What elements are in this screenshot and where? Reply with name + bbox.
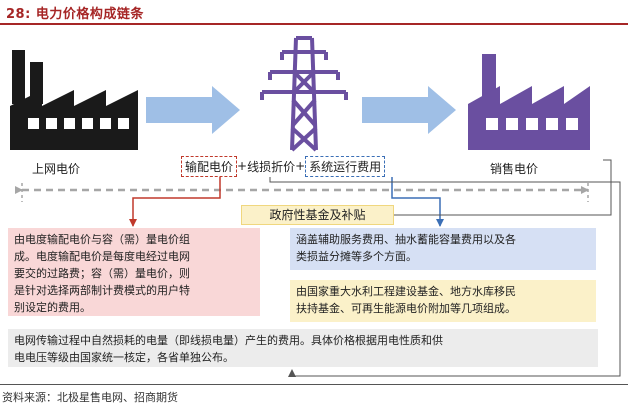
- desc-line: 电电压等级由国家统一核定，各省单独公布。: [14, 351, 234, 364]
- desc-line: 涵盖辅助服务费用、抽水蓄能容量费用以及各: [296, 233, 516, 246]
- transmission-price-desc: 由电度输配电价与容（需）量电价组 成。电度输配电价是每度电经过电网 要交的过路费…: [8, 228, 260, 316]
- desc-line: 由电度输配电价与容（需）量电价组: [14, 233, 190, 246]
- title-rule: [0, 23, 628, 25]
- transmission-tower-icon: [260, 36, 348, 152]
- desc-line: 类损益分摊等多个方面。: [296, 250, 417, 263]
- desc-line: 电网传输过程中自然损耗的电量（即线损电量）产生的费用。具体价格根据用电性质和供: [14, 334, 443, 347]
- desc-line: 扶持基金、可再生能源电价附加等几项组成。: [296, 302, 516, 315]
- footer-rule: [0, 384, 628, 385]
- plus-sign: +: [295, 159, 306, 173]
- price-formula: 输配电价 + 线损折价 + 系统运行费用: [181, 155, 386, 177]
- desc-line: 成。电度输配电价是每度电经过电网: [14, 250, 190, 263]
- line-loss-desc: 电网传输过程中自然损耗的电量（即线损电量）产生的费用。具体价格根据用电性质和供 …: [8, 329, 598, 367]
- flow-arrow-icon: [362, 86, 456, 134]
- flow-arrow-icon: [146, 86, 240, 134]
- power-plant-icon: [10, 50, 138, 150]
- generation-price-label: 上网电价: [32, 162, 81, 176]
- transmission-price-term: 输配电价: [181, 155, 238, 177]
- gov-fund-label: 政府性基金及补贴: [241, 205, 394, 225]
- figure-title: 28: 电力价格构成链条: [6, 7, 144, 22]
- source-note: 资料来源：北极星售电网、招商期货: [2, 391, 178, 404]
- gov-fund-connector: [394, 159, 612, 216]
- desc-line: 别设定的费用。: [14, 301, 91, 314]
- system-cost-term: 系统运行费用: [305, 155, 386, 177]
- factory-icon: [468, 54, 590, 150]
- line-loss-term: 线损折价: [247, 159, 296, 174]
- system-cost-desc: 涵盖辅助服务费用、抽水蓄能容量费用以及各 类损益分摊等多个方面。: [290, 228, 596, 270]
- sales-price-label: 销售电价: [490, 162, 539, 176]
- desc-line: 是针对选择两部制计费模式的用户特: [14, 284, 190, 297]
- desc-line: 由国家重大水利工程建设基金、地方水库移民: [296, 285, 516, 298]
- gov-fund-desc: 由国家重大水利工程建设基金、地方水库移民 扶持基金、可再生能源电价附加等几项组成…: [290, 280, 596, 322]
- transmission-connector: [129, 177, 221, 227]
- desc-line: 要交的过路费；容（需）量电价，则: [14, 267, 190, 280]
- line-loss-connector: [269, 177, 621, 377]
- plus-sign: +: [237, 159, 248, 173]
- system-cost-connector: [391, 177, 444, 227]
